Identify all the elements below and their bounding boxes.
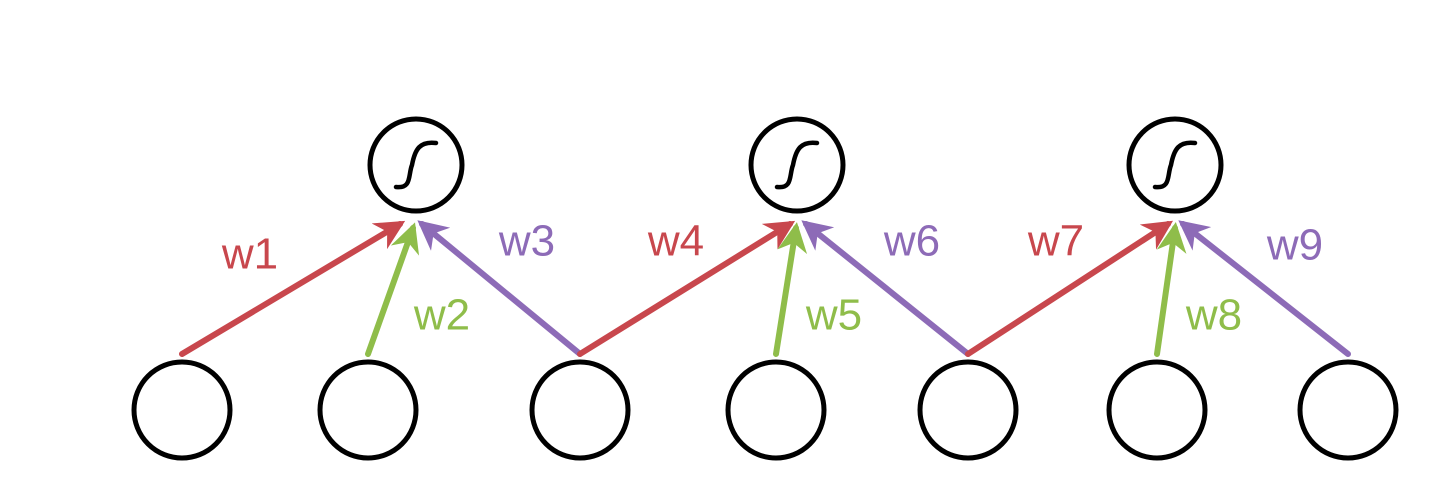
input-node-i1: [131, 359, 233, 461]
weight-label-w5: w5: [805, 291, 862, 340]
edge-w7: [965, 220, 1174, 357]
sigmoid-icon: [774, 140, 820, 190]
hidden-node-circle: [748, 116, 846, 214]
input-node-i4: [725, 359, 827, 461]
weight-label-w2: w2: [413, 291, 470, 340]
sigmoid-icon: [393, 140, 439, 190]
input-node-i6: [1106, 359, 1208, 461]
edge-w3: [417, 220, 583, 357]
edge-w2: [365, 222, 420, 357]
sigmoid-icon: [1152, 140, 1198, 190]
edge-w1: [179, 220, 406, 357]
input-node-i5: [917, 359, 1019, 461]
edge-w9: [1178, 220, 1351, 357]
weight-label-w3: w3: [498, 217, 555, 266]
weight-label-w4: w4: [647, 217, 704, 266]
weight-label-w7: w7: [1027, 217, 1084, 266]
edge-w6: [801, 220, 971, 357]
input-node-i2: [317, 359, 419, 461]
nodes-layer: [131, 116, 1399, 461]
edge-w8: [1154, 222, 1187, 357]
hidden-node-h3: [1126, 116, 1224, 214]
hidden-node-h2: [748, 116, 846, 214]
input-node-i3: [529, 359, 631, 461]
input-node-i7: [1297, 359, 1399, 461]
weight-label-w6: w6: [883, 217, 940, 266]
edges-layer: [179, 220, 1351, 357]
edge-w4: [577, 220, 796, 357]
hidden-node-h1: [367, 116, 465, 214]
labels-layer: w1 w2 w3 w4 w5 w6 w7 w8 w9: [221, 217, 1323, 340]
weight-label-w9: w9: [1266, 221, 1323, 270]
weight-label-w1: w1: [221, 230, 278, 279]
hidden-node-circle: [1126, 116, 1224, 214]
hidden-node-circle: [367, 116, 465, 214]
weight-label-w8: w8: [1185, 291, 1242, 340]
edge-w5: [773, 222, 808, 357]
